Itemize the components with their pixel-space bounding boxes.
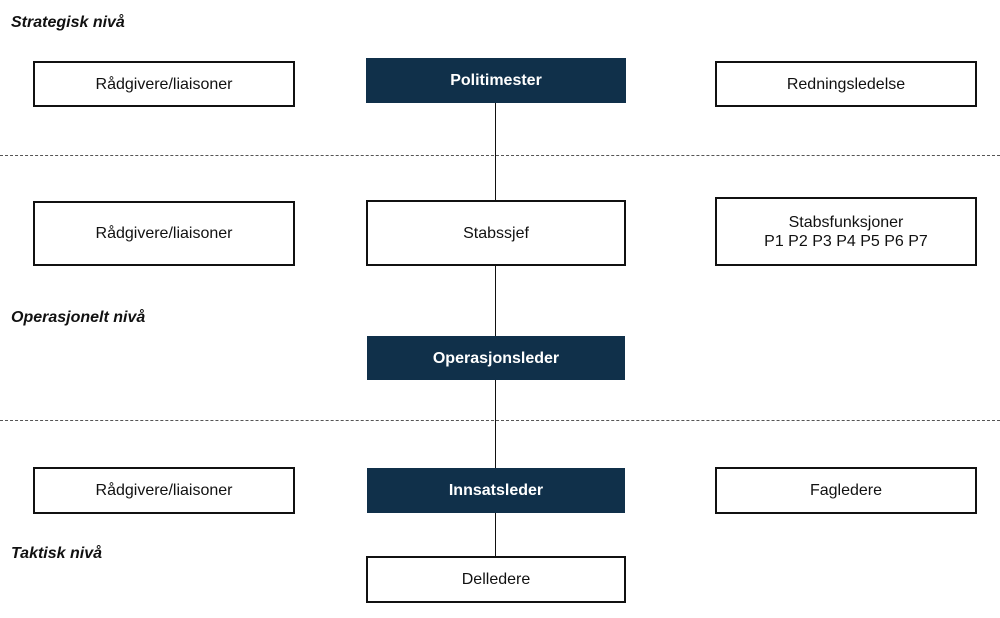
rescue-management-box: Redningsledelse (715, 61, 977, 107)
strategic-level-label: Strategisk nivå (11, 14, 125, 31)
incident-commander-label: Innsatsleder (448, 482, 544, 499)
connector-operasjonsleder-innsatsleder (495, 380, 496, 468)
tactical-level-label: Taktisk nivå (11, 545, 103, 562)
staff-functions-box: Stabsfunksjoner P1 P2 P3 P4 P5 P6 P7 (715, 197, 977, 266)
advisors-operational-label: Rådgivere/liaisoner (95, 225, 233, 242)
advisors-strategic-box: Rådgivere/liaisoner (33, 61, 295, 107)
rescue-management-label: Redningsledelse (786, 75, 906, 93)
specialist-leaders-label: Fagledere (809, 482, 883, 499)
chief-of-police-box: Politimester (366, 58, 626, 103)
advisors-operational-box: Rådgivere/liaisoner (33, 201, 295, 266)
chief-of-staff-box: Stabssjef (366, 200, 626, 266)
advisors-tactical-label: Rådgivere/liaisoner (95, 482, 233, 499)
operations-leader-box: Operasjonsleder (367, 336, 625, 380)
operations-leader-label: Operasjonsleder (432, 349, 560, 367)
staff-functions-list: P1 P2 P3 P4 P5 P6 P7 (764, 232, 928, 250)
strategic-operational-divider (0, 155, 1000, 156)
connector-politimester-stabssjef (495, 103, 496, 200)
specialist-leaders-box: Fagledere (715, 467, 977, 514)
operational-tactical-divider (0, 420, 1000, 421)
advisors-tactical-box: Rådgivere/liaisoner (33, 467, 295, 514)
connector-stabssjef-operasjonsleder (495, 266, 496, 336)
connector-innsatsleder-delledere (495, 513, 496, 556)
chief-of-police-label: Politimester (450, 72, 542, 89)
chief-of-staff-label: Stabssjef (463, 224, 529, 242)
staff-functions-title: Stabsfunksjoner (788, 213, 904, 231)
section-leaders-label: Delledere (461, 571, 531, 588)
section-leaders-box: Delledere (366, 556, 626, 603)
incident-commander-box: Innsatsleder (367, 468, 625, 513)
operational-level-label: Operasjonelt nivå (11, 309, 146, 326)
advisors-strategic-label: Rådgivere/liaisoner (95, 75, 233, 93)
